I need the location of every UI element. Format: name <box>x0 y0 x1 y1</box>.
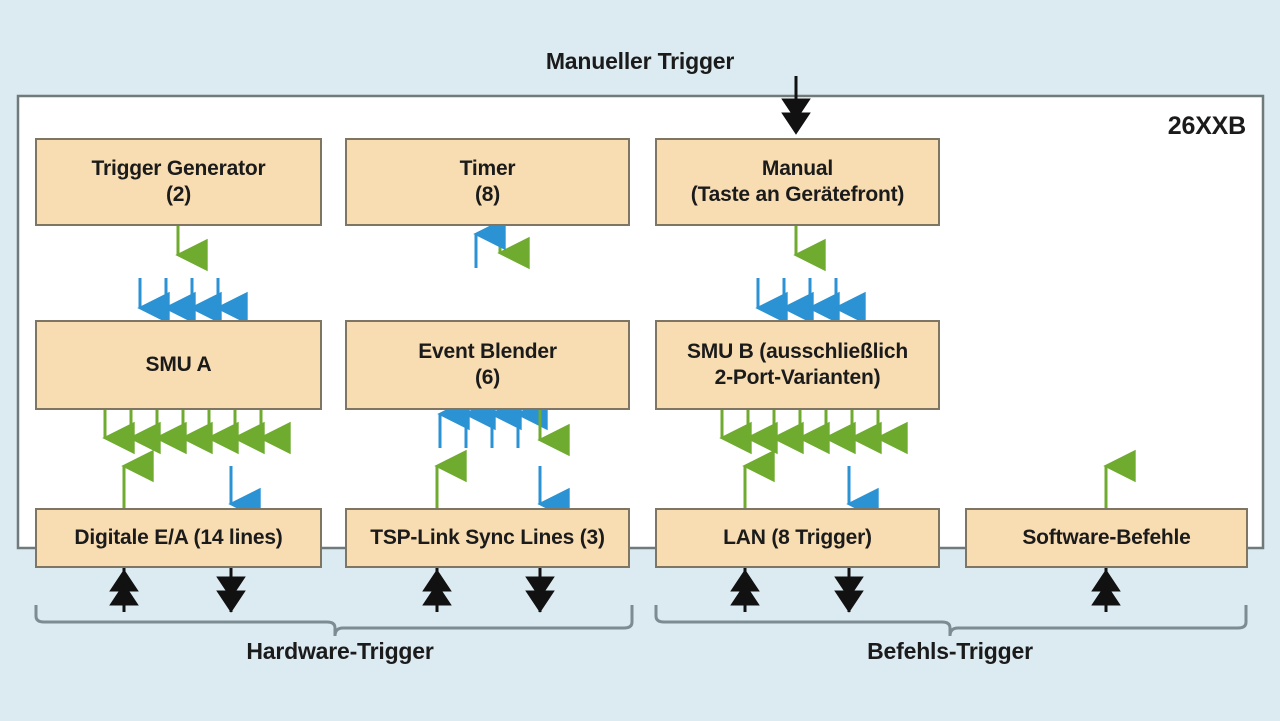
box-timer-line2: (8) <box>474 183 501 206</box>
box-smu-b[interactable]: SMU B (ausschließlich 2-Port-Varianten) <box>655 320 940 410</box>
box-smu-a-line1: SMU A <box>145 353 212 377</box>
box-manual[interactable]: Manual (Taste an Gerätefront) <box>655 138 940 226</box>
box-digitale-ea[interactable]: Digitale E/A (14 lines) <box>35 508 322 568</box>
box-trigger-generator-line2: (2) <box>165 183 192 206</box>
bracket-hardware-trigger <box>34 605 634 637</box>
bottom-row-green-up-arrows <box>121 449 1136 508</box>
black-up-arrow <box>422 568 452 612</box>
smu-a-input-arrows <box>137 278 248 325</box>
box-timer[interactable]: Timer (8) <box>345 138 630 226</box>
box-timer-line1: Timer <box>459 157 516 181</box>
box-trigger-generator-line1: Trigger Generator <box>91 157 266 181</box>
bracket-label-hardware-trigger: Hardware-Trigger <box>246 638 434 664</box>
smu-b-output-arrows <box>719 410 908 455</box>
black-down-arrow <box>525 566 555 613</box>
smu-a-output-arrows <box>102 410 291 455</box>
black-up-arrow <box>730 568 760 612</box>
event-blender-input-arrows <box>437 397 548 448</box>
box-event-blender[interactable]: Event Blender (6) <box>345 320 630 410</box>
black-up-arrow <box>109 568 139 612</box>
box-lan[interactable]: LAN (8 Trigger) <box>655 508 940 568</box>
bottom-row-blue-down-arrows <box>228 466 879 521</box>
device-model-label: 26XXB <box>1167 112 1246 140</box>
manual-trigger-arrow <box>781 76 811 135</box>
black-up-arrow <box>1091 568 1121 612</box>
box-software-befehle-label: Software-Befehle <box>1022 526 1191 550</box>
box-event-blender-line2: (6) <box>474 366 501 389</box>
box-smu-b-line2: 2-Port-Varianten) <box>714 366 881 389</box>
box-smu-b-line1: SMU B (ausschließlich <box>686 340 909 364</box>
box-event-blender-line1: Event Blender <box>418 340 557 364</box>
box-software-befehle[interactable]: Software-Befehle <box>965 508 1248 568</box>
box-manual-line1: Manual <box>761 157 834 181</box>
box-lan-label: LAN (8 Trigger) <box>723 526 872 550</box>
black-down-arrow <box>216 566 246 613</box>
box-manual-line2: (Taste an Gerätefront) <box>690 183 905 206</box>
box-tsp-link-label: TSP-Link Sync Lines (3) <box>370 526 605 550</box>
bracket-befehls-trigger <box>654 605 1248 637</box>
manual-trigger-label: Manueller Trigger <box>545 48 735 74</box>
bracket-label-befehls-trigger: Befehls-Trigger <box>867 638 1033 664</box>
box-digitale-ea-label: Digitale E/A (14 lines) <box>74 526 283 550</box>
black-down-arrow <box>834 566 864 613</box>
box-trigger-generator[interactable]: Trigger Generator (2) <box>35 138 322 226</box>
box-tsp-link-sync-lines[interactable]: TSP-Link Sync Lines (3) <box>345 508 630 568</box>
external-black-arrows <box>109 566 1121 613</box>
smu-b-input-arrows <box>755 278 866 325</box>
box-smu-a[interactable]: SMU A <box>35 320 322 410</box>
